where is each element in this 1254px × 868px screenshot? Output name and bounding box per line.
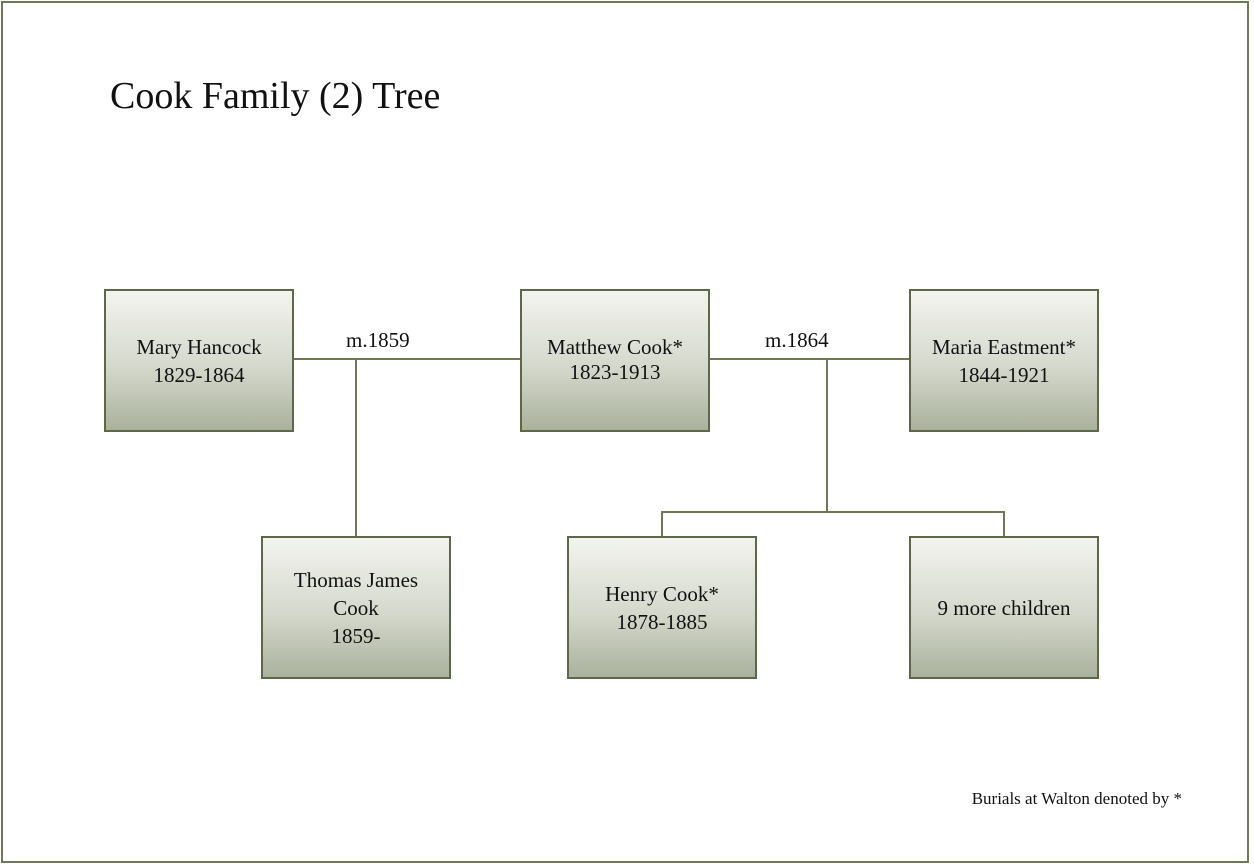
person-dates: 1878-1885 <box>616 609 708 634</box>
burial-note: Burials at Walton denoted by * <box>971 789 1182 808</box>
person-name-line-1: Thomas James <box>293 567 419 592</box>
diagram-title: Cook Family (2) Tree <box>110 75 441 117</box>
person-box-henry-cook: Henry Cook* 1878-1885 <box>567 536 757 679</box>
person-dates: 1823-1913 <box>569 360 661 384</box>
person-name: Maria Eastment* <box>931 334 1077 359</box>
person-name: Matthew Cook* <box>547 335 683 359</box>
person-dates: 1844-1921 <box>958 362 1050 387</box>
person-dates: 1859- <box>331 623 381 648</box>
marriage-label-first: m.1859 <box>346 328 410 352</box>
person-name-line-2: Cook <box>333 595 379 620</box>
person-box-thomas-james-cook: Thomas James Cook 1859- <box>261 536 451 679</box>
person-box-more-children: 9 more children <box>909 536 1099 679</box>
person-dates: 1829-1864 <box>153 362 245 387</box>
person-box-mary-hancock: Mary Hancock 1829-1864 <box>104 289 294 432</box>
person-box-matthew-cook: Matthew Cook* 1823-1913 <box>520 289 710 432</box>
marriage-label-second: m.1864 <box>765 328 829 352</box>
person-name: Mary Hancock <box>136 334 262 359</box>
more-children-label: 9 more children <box>937 595 1071 620</box>
person-box-maria-eastment: Maria Eastment* 1844-1921 <box>909 289 1099 432</box>
person-name: Henry Cook* <box>605 581 719 606</box>
